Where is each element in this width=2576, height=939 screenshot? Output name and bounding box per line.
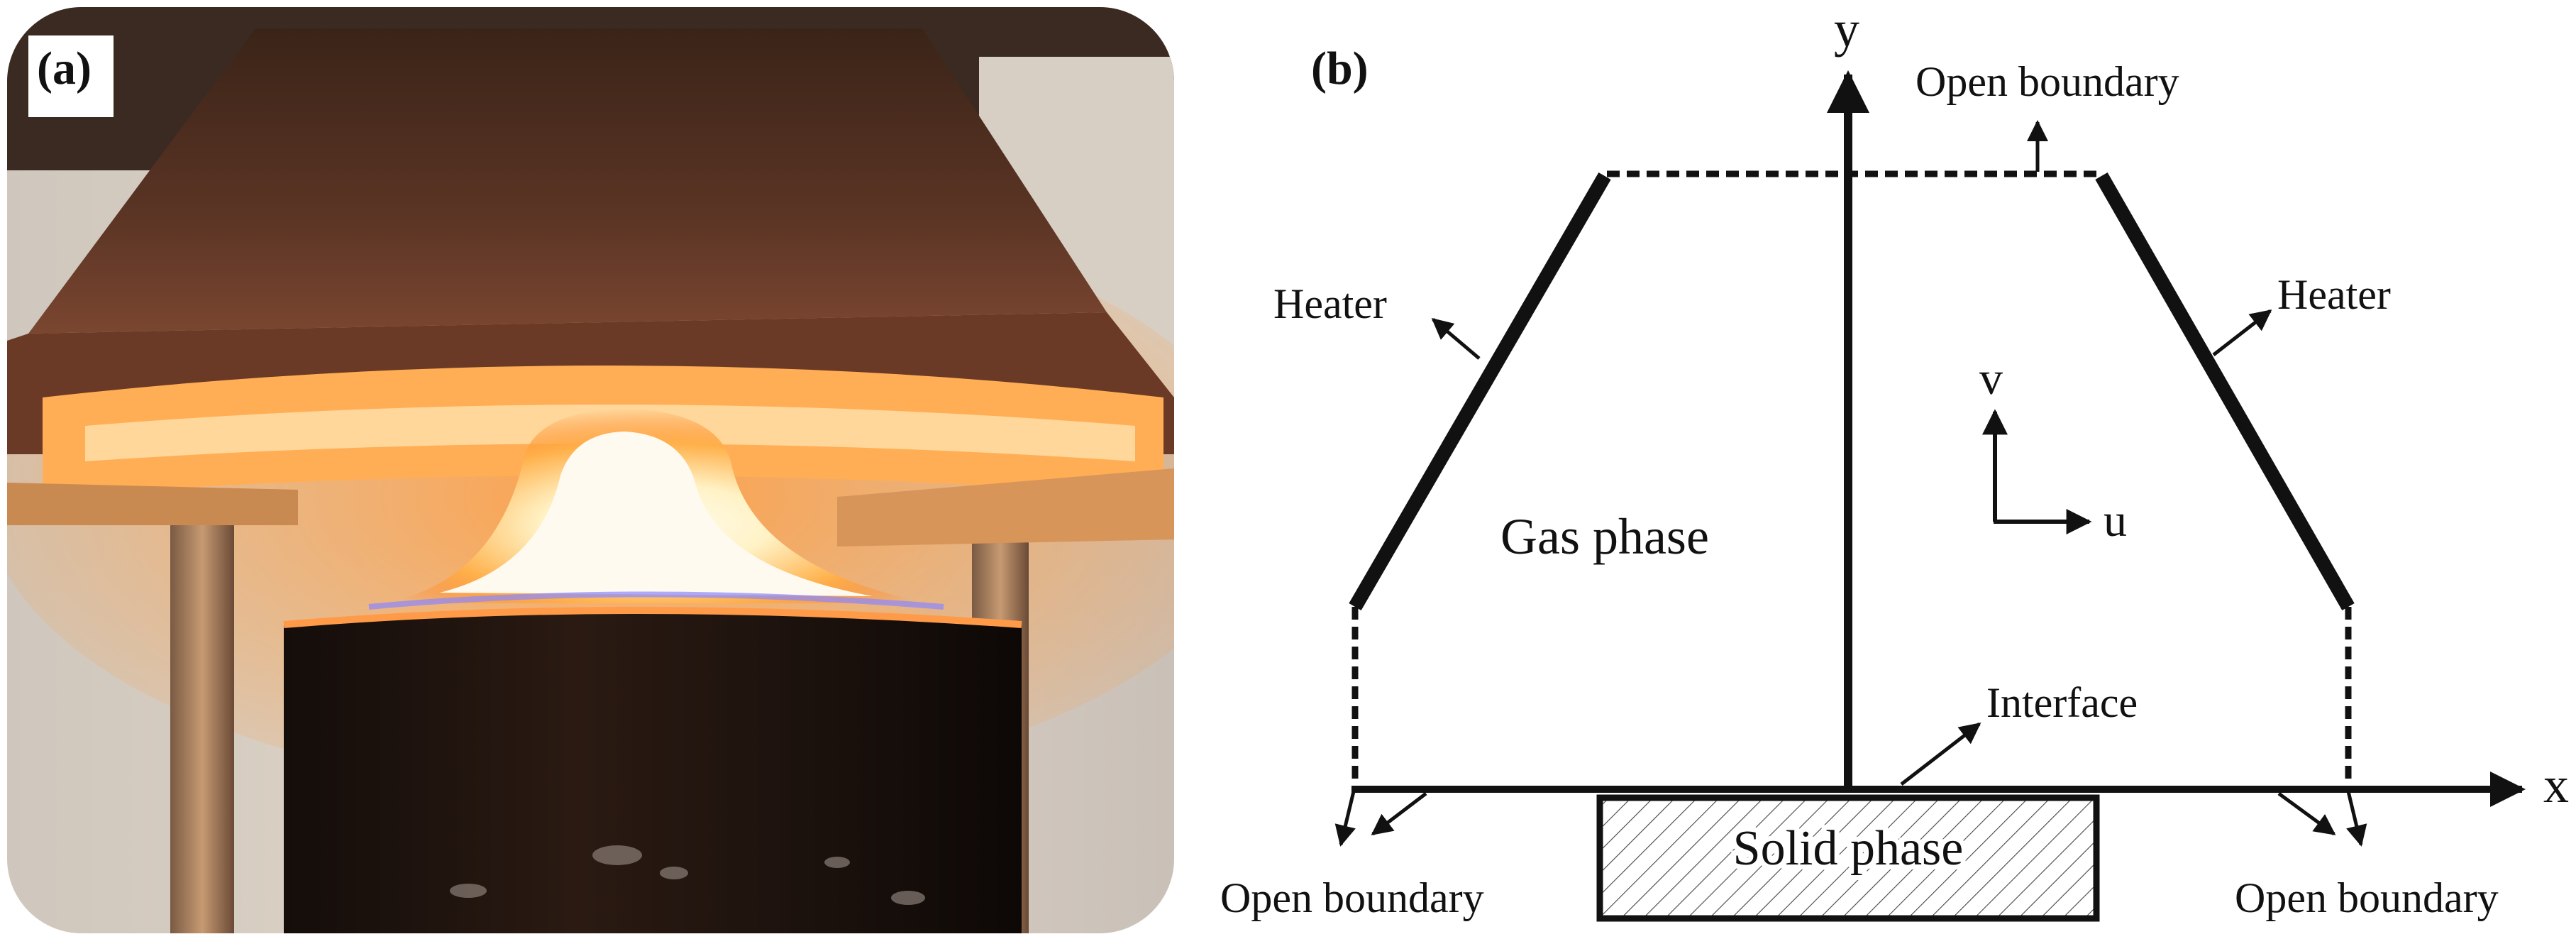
open-boundary-left-arrow-2 bbox=[1371, 792, 1427, 835]
heater-left-arrow bbox=[1431, 318, 1481, 360]
heater-right-arrow bbox=[2212, 309, 2272, 356]
interface-label: Interface bbox=[1986, 679, 2138, 726]
interface-arrow bbox=[1900, 723, 1981, 786]
open-boundary-bottom-right-label: Open boundary bbox=[2235, 874, 2499, 921]
heater-right-label: Heater bbox=[2277, 271, 2391, 318]
support-rod-left bbox=[170, 497, 234, 933]
gas-phase-label: Gas phase bbox=[1500, 508, 1709, 565]
panel-a-photo bbox=[7, 7, 1174, 933]
u-label: u bbox=[2104, 495, 2127, 547]
open-boundary-right-arrow-1 bbox=[2346, 791, 2367, 847]
heater-left-label: Heater bbox=[1273, 280, 1387, 327]
heater-left bbox=[1349, 172, 1611, 611]
solid-phase bbox=[1596, 794, 2100, 922]
open-boundary-top-label: Open boundary bbox=[1916, 58, 2179, 105]
sample-cylinder bbox=[284, 610, 1022, 933]
heater-right bbox=[2095, 172, 2355, 610]
y-axis-label: y bbox=[1834, 1, 1859, 57]
v-label: v bbox=[1979, 353, 2003, 405]
panel-b-schematic: (b) y x Solid phase Gas phase v u Heater… bbox=[1220, 1, 2569, 922]
panel-b-label: (b) bbox=[1311, 43, 1369, 94]
open-boundary-left-arrow-1 bbox=[1334, 791, 1356, 847]
open-boundary-right-arrow-2 bbox=[2277, 791, 2336, 836]
heater-hood bbox=[28, 28, 1107, 334]
solid-phase-label: Solid phase bbox=[1733, 821, 1964, 876]
open-boundary-bottom-left-label: Open boundary bbox=[1220, 874, 1484, 921]
panel-a-label: (a) bbox=[37, 43, 92, 94]
x-axis-label: x bbox=[2543, 757, 2569, 813]
